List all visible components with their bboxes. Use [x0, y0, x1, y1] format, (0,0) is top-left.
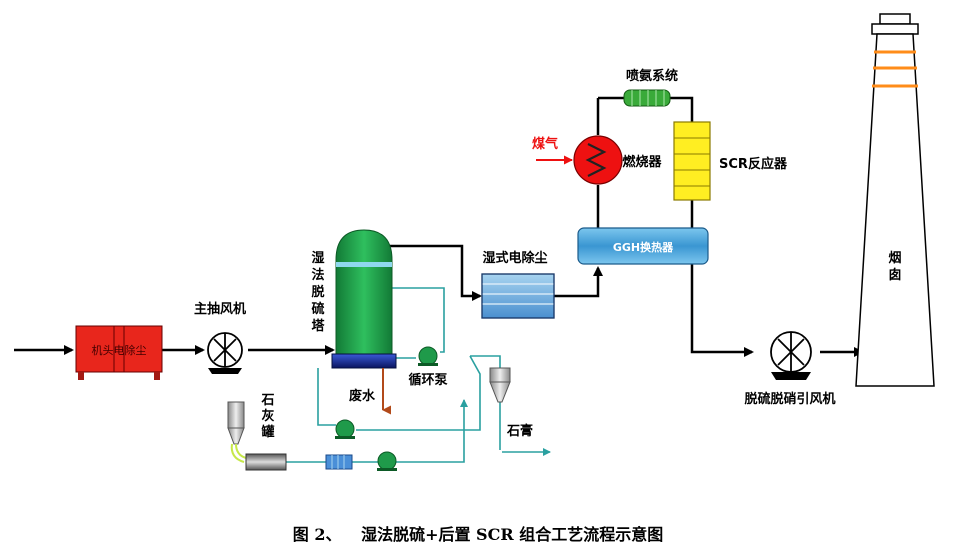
- vertical-char: 罐: [260, 424, 274, 440]
- slurry-filter: [325, 454, 353, 470]
- vertical-char: 囱: [888, 267, 901, 283]
- scr-label: SCR反应器: [719, 156, 788, 172]
- vertical-char: 法: [311, 267, 324, 283]
- ammonia-label: 喷氨系统: [626, 68, 678, 84]
- lime-mixer: [245, 453, 287, 471]
- figure-caption: 图 2、 湿法脱硫+后置 SCR 组合工艺流程示意图: [293, 525, 663, 544]
- vertical-char: 脱: [311, 284, 324, 300]
- gas-inlet: 煤气: [532, 136, 573, 165]
- supply-pump: [377, 451, 397, 471]
- burner-label: 燃烧器: [622, 154, 662, 170]
- waste-water-label: 废水: [349, 388, 376, 404]
- wet-fgd-tower: 湿法脱硫塔: [311, 229, 397, 369]
- dust-collector-label: 机头电除尘: [92, 343, 147, 357]
- slurry-lines: [286, 287, 551, 463]
- vertical-char: 硫: [311, 301, 324, 317]
- main-fan: 主抽风机: [194, 301, 246, 374]
- circulation-pump-label: 循环泵: [408, 372, 447, 388]
- circulation-pump: 循环泵: [408, 346, 448, 388]
- vertical-char: 石: [260, 393, 274, 408]
- induced-draft-fan: 脱硫脱硝引风机: [744, 331, 836, 407]
- dust-collector: 机头电除尘: [75, 325, 163, 380]
- lime-tank-label: 石灰罐: [260, 393, 274, 440]
- tower-label: 湿法脱硫塔: [311, 251, 325, 334]
- return-pump: [335, 419, 355, 439]
- ammonia-injection: 喷氨系统: [623, 68, 678, 107]
- ggh-label: GGH换热器: [613, 240, 674, 254]
- waste-water: 废水: [349, 368, 391, 415]
- caption-number: 图 2、: [293, 525, 342, 544]
- chimney: 烟囱: [855, 13, 935, 387]
- induced-fan-label: 脱硫脱硝引风机: [744, 391, 835, 407]
- gas-label: 煤气: [532, 136, 558, 152]
- gypsum-cyclone: 石膏: [489, 367, 533, 439]
- wet-esp: 湿式电除尘: [481, 250, 555, 319]
- vertical-char: 湿: [311, 251, 324, 266]
- main-fan-label: 主抽风机: [194, 301, 246, 317]
- burner: 燃烧器: [573, 135, 662, 185]
- vertical-char: 烟: [888, 251, 901, 266]
- caption-title: 湿法脱硫+后置 SCR 组合工艺流程示意图: [360, 525, 663, 544]
- vertical-char: 塔: [311, 318, 325, 334]
- flue-gas-lines: [14, 96, 864, 357]
- vertical-char: 灰: [261, 408, 274, 424]
- ggh-heat-exchanger: GGH换热器: [577, 227, 709, 265]
- wet-esp-label: 湿式电除尘: [482, 250, 547, 266]
- chimney-label: 烟囱: [888, 251, 901, 283]
- lime-tank: 石灰罐: [227, 393, 275, 463]
- scr-reactor: SCR反应器: [673, 121, 788, 201]
- gypsum-label: 石膏: [506, 423, 533, 439]
